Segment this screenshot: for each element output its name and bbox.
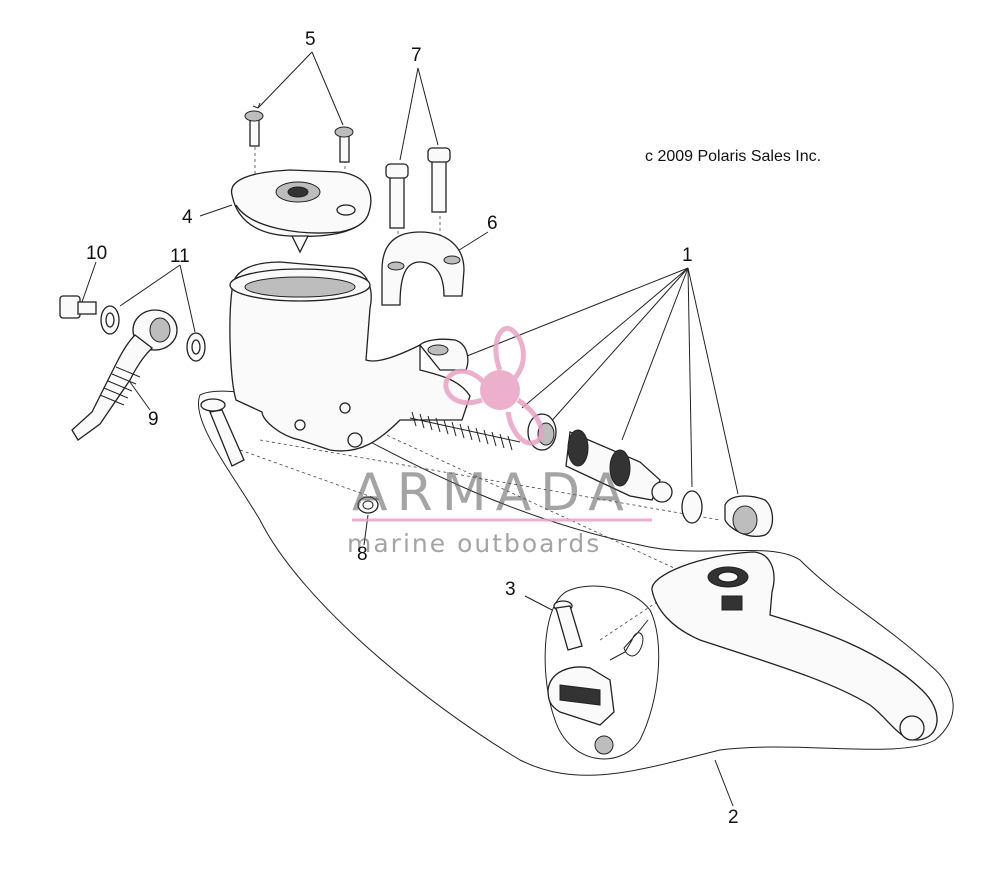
leader-lines — [81, 51, 739, 807]
reservoir-cover — [230, 169, 372, 254]
callout-9: 9 — [148, 409, 159, 430]
cover-screw-right — [334, 126, 354, 163]
dust-boot — [724, 495, 774, 537]
assembly-outline — [198, 390, 954, 776]
clamp-bolt-left — [385, 163, 409, 229]
pin-group-outline — [544, 585, 660, 760]
cover-screw-left — [244, 110, 264, 147]
torsion-spring — [609, 619, 649, 661]
piston — [565, 429, 673, 503]
callout-10: 10 — [86, 243, 108, 264]
hose-fitting — [71, 309, 178, 441]
circlip — [357, 496, 379, 514]
callout-1: 1 — [682, 245, 693, 266]
clamp-bolt-right — [427, 147, 451, 213]
callout-7: 7 — [411, 45, 422, 66]
callout-4: 4 — [182, 207, 193, 228]
copyright-notice: c 2009 Polaris Sales Inc. — [645, 148, 822, 165]
thin-washer — [681, 490, 703, 524]
brake-lever — [651, 551, 938, 741]
callout-3: 3 — [505, 579, 516, 600]
callout-2: 2 — [728, 807, 739, 828]
watermark-logo — [352, 325, 652, 522]
handlebar-clamp — [381, 231, 465, 306]
lever-pin — [553, 600, 583, 651]
callout-11: 11 — [170, 246, 190, 267]
master-cylinder-body — [229, 261, 471, 452]
lever-adjuster — [594, 735, 614, 755]
watermark-tagline: marine outboards — [347, 529, 602, 558]
callout-6: 6 — [487, 213, 498, 234]
banjo-bolt — [59, 295, 97, 319]
pivot-pin — [200, 398, 245, 467]
callout-5: 5 — [305, 29, 316, 50]
watermark-brand-name: ARMADA — [352, 463, 633, 523]
actuator-block — [547, 666, 615, 726]
return-spring — [409, 411, 521, 451]
callout-8: 8 — [357, 544, 368, 565]
